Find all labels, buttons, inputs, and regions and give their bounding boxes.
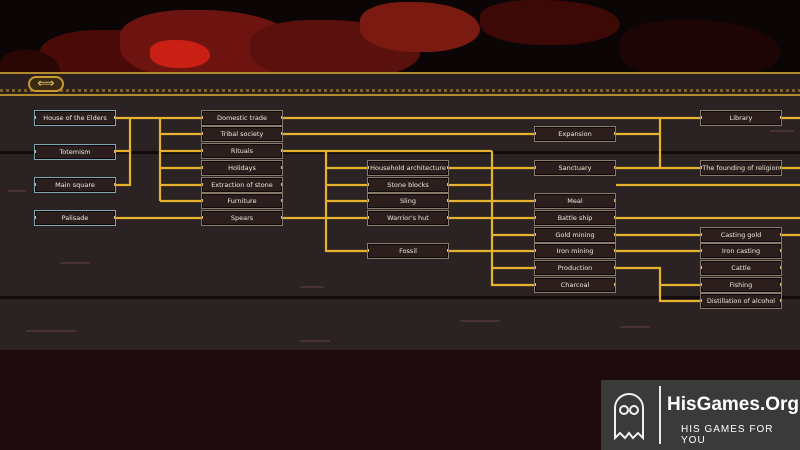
tech-node-extraction[interactable]: Extraction of stone [201,177,283,193]
tech-link [616,132,700,170]
tech-link [116,118,132,153]
tech-node-mainsq[interactable]: Main square [34,177,116,193]
tech-node-fossil[interactable]: Fossil [367,243,449,259]
tech-node-expansion[interactable]: Expansion [534,126,616,142]
tech-node-rituals[interactable]: Rituals [201,143,283,159]
watermark-tagline: HIS GAMES FOR YOU [681,424,774,446]
lava-background [0,0,800,72]
tech-node-charcoal[interactable]: Charcoal [534,277,616,293]
tech-node-spears[interactable]: Spears [201,210,283,226]
tech-node-alcohol[interactable]: Distillation of alcohol [700,293,782,309]
tree-header-bar [0,72,800,96]
tech-node-domestic[interactable]: Domestic trade [201,110,283,126]
tech-node-meal[interactable]: Meal [534,193,616,209]
tech-link [490,151,534,287]
ghost-icon [614,393,644,441]
toggle-view-button[interactable]: ⟺ [28,76,64,92]
double-arrow-icon: ⟺ [37,76,55,90]
tech-node-furniture[interactable]: Furniture [201,193,283,209]
watermark-title: HisGames.Org [667,394,799,415]
tech-node-holidays[interactable]: Holidays [201,160,283,176]
tech-node-sanctuary[interactable]: Sanctuary [534,160,616,176]
tech-node-ironmining[interactable]: Iron mining [534,243,616,259]
tech-node-battleship[interactable]: Battle ship [534,210,616,226]
tech-node-library[interactable]: Library [700,110,782,126]
tech-node-cattle[interactable]: Cattle [700,260,782,276]
tech-link [116,151,132,187]
tech-node-sling[interactable]: Sling [367,193,449,209]
tech-node-stoneblocks[interactable]: Stone blocks [367,177,449,193]
tech-node-fishing[interactable]: Fishing [700,277,782,293]
watermark: HisGames.Org HIS GAMES FOR YOU [601,380,800,450]
tech-node-totemism[interactable]: Totemism [34,144,116,160]
tech-node-house[interactable]: House of the Elders [34,110,116,126]
tech-node-religion[interactable]: The founding of religion [700,160,782,176]
tech-node-production[interactable]: Production [534,260,616,276]
tech-node-castiron[interactable]: Iron casting [700,243,782,259]
tech-node-household[interactable]: Household architecture [367,160,449,176]
tech-node-warrior[interactable]: Warrior's hut [367,210,449,226]
tech-node-palisade[interactable]: Palisade [34,210,116,226]
tech-node-tribal[interactable]: Tribal society [201,126,283,142]
tech-node-goldmining[interactable]: Gold mining [534,227,616,243]
tech-node-castgold[interactable]: Casting gold [700,227,782,243]
